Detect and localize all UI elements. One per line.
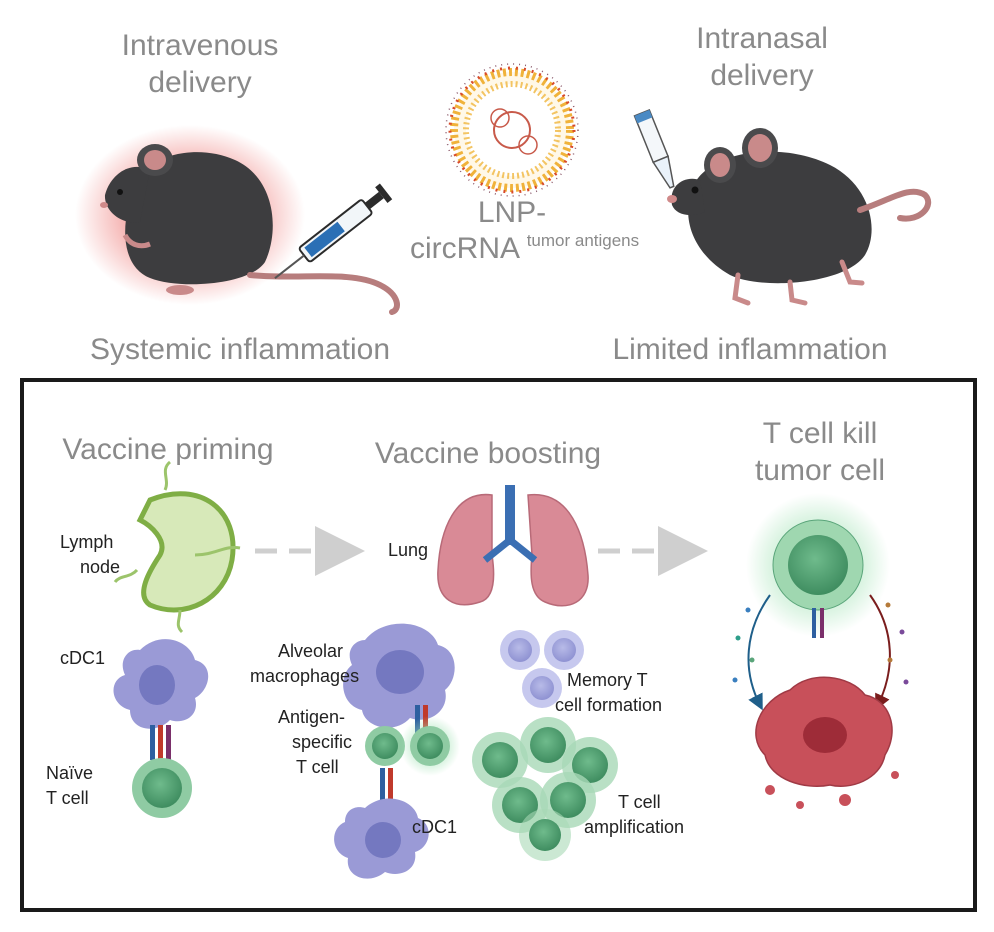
iv-title-2: delivery	[148, 66, 251, 99]
alveolar-label-2: macrophages	[250, 666, 359, 686]
lnp-label-1: LNP-	[478, 196, 546, 229]
lnp-label-2-sup: tumor antigens	[527, 231, 639, 250]
antigen-label-2: specific	[292, 732, 352, 752]
antigen-tcell-1-icon	[365, 726, 405, 766]
kill-title-2: tumor cell	[755, 454, 885, 487]
cdc1-mid-label: cDC1	[412, 817, 457, 837]
memory-label-2: cell formation	[555, 695, 662, 715]
naive-tcell-icon	[132, 758, 192, 818]
antigen-label-1: Antigen-	[278, 707, 345, 727]
in-title-1: Intranasal	[696, 22, 828, 55]
alveolar-macrophage-icon	[343, 623, 455, 728]
memory-label-1: Memory T	[567, 670, 648, 690]
antigen-label-3: T cell	[296, 757, 339, 777]
amp-label-1: T cell	[618, 792, 661, 812]
killer-tcell-icon	[746, 493, 890, 638]
tcell-cluster-icon	[472, 717, 618, 861]
lnp-label-2: circRNA tumor antigens	[410, 231, 639, 265]
naive-label-2: T cell	[46, 788, 89, 808]
receptor-left	[150, 725, 171, 760]
lung-icon	[437, 485, 589, 607]
boosting-title: Vaccine boosting	[375, 437, 601, 470]
cdc1-left-label: cDC1	[60, 648, 105, 668]
antigen-tcell-2-icon	[400, 716, 460, 776]
lung-label: Lung	[388, 540, 428, 560]
lymph-node-icon	[113, 460, 241, 634]
systemic-label: Systemic inflammation	[90, 333, 390, 366]
in-title-2: delivery	[710, 59, 813, 92]
amp-label-2: amplification	[584, 817, 684, 837]
cdc1-mid-icon	[334, 798, 429, 879]
limited-label: Limited inflammation	[612, 333, 887, 366]
alveolar-label-1: Alveolar	[278, 641, 343, 661]
naive-label-1: Naïve	[46, 763, 93, 783]
cdc1-left-icon	[113, 639, 209, 729]
memory-tcells-icon	[500, 630, 584, 708]
cytokine-arrow-right	[869, 594, 891, 711]
cytokine-dots	[732, 602, 909, 685]
lnp-label-2-main: circRNA	[410, 232, 520, 265]
cytokine-arrow-left	[747, 594, 771, 711]
iv-title-1: Intravenous	[122, 29, 279, 62]
iv-mouse	[75, 125, 400, 315]
pipette-icon	[633, 108, 675, 189]
lnp-particle-icon	[445, 63, 579, 197]
receptor-mid-bottom	[380, 768, 393, 800]
in-mouse	[667, 128, 932, 306]
kill-title-1: T cell kill	[763, 417, 877, 450]
tumor-debris	[765, 771, 899, 809]
syringe-icon	[274, 183, 393, 279]
priming-title: Vaccine priming	[62, 433, 273, 466]
lymph-label-1: Lymph	[60, 532, 113, 552]
tumor-nucleus	[803, 717, 847, 753]
lymph-label-2: node	[80, 557, 120, 577]
